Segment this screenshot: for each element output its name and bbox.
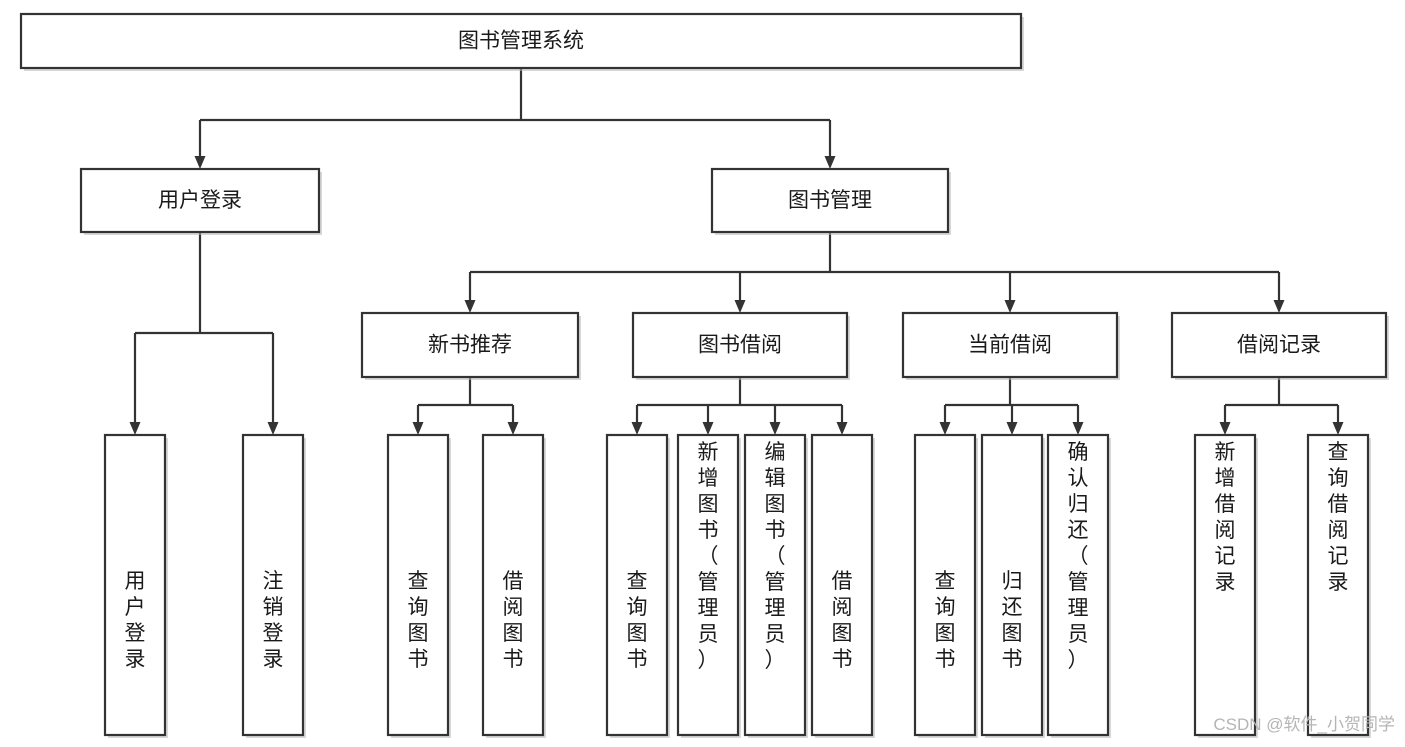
node-label: 用户登录	[125, 570, 146, 671]
node-box[interactable]	[241, 433, 305, 737]
node-label: 新增借阅记录	[1215, 441, 1236, 594]
node-box[interactable]	[103, 433, 167, 737]
node-box[interactable]	[1306, 433, 1370, 737]
arrow-head-icon	[702, 422, 714, 435]
arrow-head-icon	[1006, 422, 1018, 435]
connector-group-l2_borrow	[631, 377, 848, 435]
node-box[interactable]	[360, 311, 580, 379]
node-label: 查询借阅记录	[1328, 441, 1349, 594]
node-label: 借阅记录	[1237, 334, 1321, 357]
arrow-head-icon	[1219, 422, 1231, 435]
node-box[interactable]	[1170, 311, 1388, 379]
node-box[interactable]	[810, 433, 874, 737]
arrow-head-icon	[769, 422, 781, 435]
node-label: 用户登录	[158, 189, 242, 212]
arrow-head-icon	[412, 422, 424, 435]
node-label: 当前借阅	[968, 334, 1052, 357]
arrow-head-icon	[824, 156, 836, 169]
node-l2_current[interactable]: 当前借阅	[901, 311, 1120, 380]
node-leaf_bw_borrow[interactable]: 借阅图书	[810, 433, 875, 738]
arrow-head-icon	[1273, 300, 1285, 313]
node-leaf_bw_edit[interactable]: 编辑图书（管理员）	[743, 433, 808, 738]
node-label: 图书借阅	[698, 334, 782, 357]
csdn-watermark: CSDN @软件_小贺同学	[1213, 715, 1395, 734]
arrow-head-icon	[194, 156, 206, 169]
node-box[interactable]	[386, 433, 450, 737]
node-box[interactable]	[631, 311, 849, 379]
node-label: 新增图书（管理员）	[698, 441, 719, 672]
arrow-head-icon	[836, 422, 848, 435]
node-label: 注销登录	[263, 570, 284, 671]
node-leaf_user_login[interactable]: 用户登录	[103, 433, 168, 738]
arrow-head-icon	[507, 422, 519, 435]
connector-group-l1_user_login	[129, 232, 279, 435]
arrow-head-icon	[734, 300, 746, 313]
node-l2_record[interactable]: 借阅记录	[1170, 311, 1389, 380]
arrow-head-icon	[631, 422, 643, 435]
node-leaf_nb_borrow[interactable]: 借阅图书	[481, 433, 546, 738]
connector-group-l1_book_mgmt	[464, 232, 1285, 313]
node-root[interactable]: 图书管理系统	[19, 12, 1024, 71]
node-box[interactable]	[913, 433, 977, 737]
node-box[interactable]	[19, 12, 1023, 70]
node-leaf_cur_query[interactable]: 查询图书	[913, 433, 978, 738]
node-leaf_logout[interactable]: 注销登录	[241, 433, 306, 738]
connector-group-l2_current	[939, 377, 1084, 435]
node-leaf_rec_add[interactable]: 新增借阅记录	[1193, 433, 1258, 738]
node-label: 查询图书	[935, 570, 956, 671]
node-box[interactable]	[1193, 433, 1257, 737]
node-leaf_rec_query[interactable]: 查询借阅记录	[1306, 433, 1371, 738]
node-box[interactable]	[710, 167, 950, 234]
node-box[interactable]	[481, 433, 545, 737]
arrow-head-icon	[1004, 300, 1016, 313]
node-leaf_nb_query[interactable]: 查询图书	[386, 433, 451, 738]
node-leaf_bw_add[interactable]: 新增图书（管理员）	[676, 433, 741, 738]
connector-group-l2_new_book	[412, 377, 519, 435]
node-label: 图书管理	[788, 189, 872, 212]
node-label: 查询图书	[627, 570, 648, 671]
arrow-head-icon	[464, 300, 476, 313]
connector-group-root	[194, 68, 836, 169]
node-l1_book_mgmt[interactable]: 图书管理	[710, 167, 951, 235]
connector-layer	[129, 68, 1344, 435]
node-box[interactable]	[980, 433, 1044, 737]
arrow-head-icon	[267, 422, 279, 435]
node-label: 借阅图书	[832, 570, 853, 671]
node-box[interactable]	[676, 433, 740, 737]
node-l2_new_book[interactable]: 新书推荐	[360, 311, 581, 380]
arrow-head-icon	[129, 422, 141, 435]
node-leaf_cur_confirm[interactable]: 确认归还（管理员）	[1046, 433, 1111, 738]
node-l1_user_login[interactable]: 用户登录	[79, 167, 322, 235]
node-box[interactable]	[901, 311, 1119, 379]
watermark-layer: CSDN @软件_小贺同学	[1213, 715, 1395, 734]
arrow-head-icon	[1332, 422, 1344, 435]
node-label: 确认归还（管理员）	[1068, 441, 1089, 672]
arrow-head-icon	[939, 422, 951, 435]
arrow-head-icon	[1072, 422, 1084, 435]
connector-group-l2_record	[1219, 377, 1344, 435]
node-label: 图书管理系统	[458, 30, 584, 53]
node-label: 查询图书	[408, 570, 429, 671]
node-label: 新书推荐	[428, 334, 512, 357]
node-box[interactable]	[743, 433, 807, 737]
node-layer: 图书管理系统用户登录图书管理新书推荐图书借阅当前借阅借阅记录用户登录注销登录查询…	[19, 12, 1389, 738]
node-box[interactable]	[1046, 433, 1110, 737]
node-label: 编辑图书（管理员）	[765, 441, 786, 672]
node-leaf_cur_return[interactable]: 归还图书	[980, 433, 1045, 738]
node-box[interactable]	[605, 433, 669, 737]
node-leaf_bw_query[interactable]: 查询图书	[605, 433, 670, 738]
node-label: 借阅图书	[503, 570, 524, 671]
node-box[interactable]	[79, 167, 321, 234]
node-l2_borrow[interactable]: 图书借阅	[631, 311, 850, 380]
node-label: 归还图书	[1002, 570, 1023, 671]
